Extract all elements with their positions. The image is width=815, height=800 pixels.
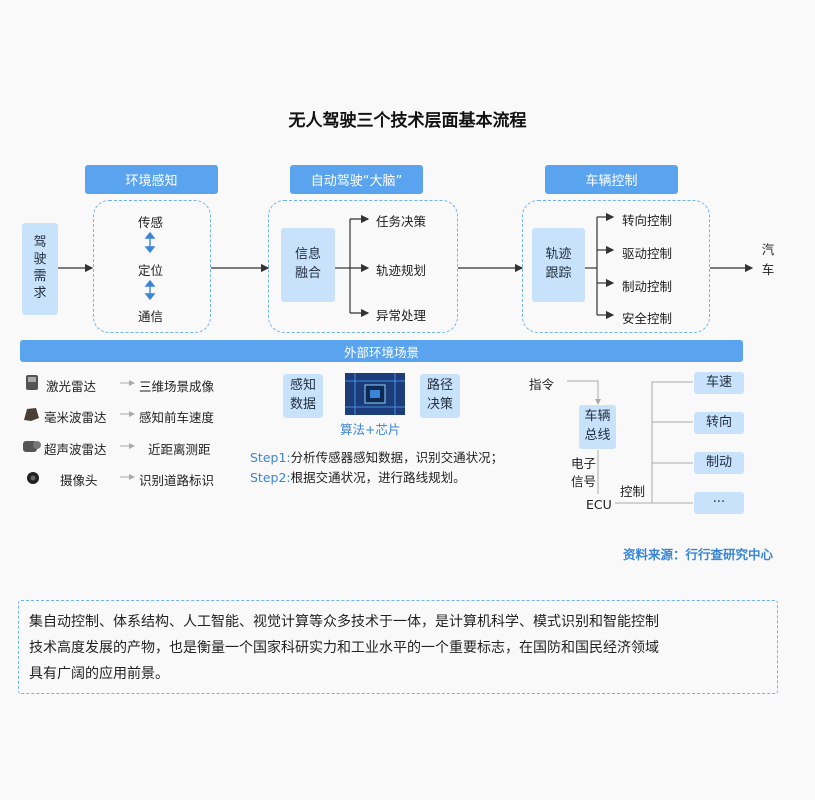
external-environment-bar: 外部环境场景 — [20, 340, 743, 362]
control-item-steering: 转向控制 — [622, 213, 673, 228]
step1-text: 分析传感器感知数据，识别交通状况； — [290, 450, 504, 465]
step2-text: 根据交通状况，进行路线规划。 — [290, 470, 466, 485]
output-more-box: ··· — [694, 492, 744, 514]
brain-item-exception-handling: 异常处理 — [376, 308, 427, 323]
trajectory-tracking-box: 轨迹 跟踪 — [532, 228, 585, 302]
description-line-3: 具有广阔的应用前景。 — [29, 666, 169, 682]
description-line-2: 技术高度发展的产物，也是衡量一个国家科研实力和工业水平的一个重要标志，在国防和国… — [29, 640, 659, 656]
sensor-ultrasonic-result: 近距离测距 — [148, 442, 211, 457]
lidar-icon — [25, 374, 39, 391]
control-signal-label: 控制 — [620, 484, 646, 499]
signal-label: 电子 信号 — [571, 456, 597, 489]
env-item-positioning: 定位 — [138, 263, 164, 278]
control-item-brake: 制动控制 — [622, 279, 673, 294]
driving-demand-box: 驾 驶 需 求 — [22, 223, 58, 315]
page-title: 无人驾驶三个技术层面基本流程 — [288, 111, 527, 131]
brain-item-trajectory-planning: 轨迹规划 — [376, 263, 427, 278]
env-item-sensing: 传感 — [138, 215, 164, 230]
step2: Step2:根据交通状况，进行路线规划。 — [250, 467, 466, 486]
description-box: 集自动控制、体系结构、人工智能、视觉计算等众多技术于一体，是计算机科学、模式识别… — [18, 600, 778, 694]
camera-icon — [26, 470, 40, 484]
sensor-camera-result: 识别道路标识 — [139, 473, 215, 488]
sensor-lidar-result: 三维场景成像 — [139, 379, 215, 394]
car-label: 汽 车 — [761, 242, 775, 277]
command-label: 指令 — [529, 377, 555, 392]
sensor-camera-name: 摄像头 — [60, 473, 98, 488]
env-item-communication: 通信 — [138, 309, 164, 324]
header-env-perception: 环境感知 — [85, 165, 218, 194]
control-item-safety: 安全控制 — [622, 311, 673, 326]
brain-box — [268, 200, 458, 333]
radar-icon — [22, 406, 40, 422]
ultrasonic-icon — [22, 437, 42, 454]
source-note: 资料来源：行行查研究中心 — [622, 547, 773, 562]
perception-data-box: 感知 数据 — [283, 374, 323, 418]
ecu-label: ECU — [586, 497, 612, 512]
sensor-ultrasonic-name: 超声波雷达 — [44, 442, 107, 457]
env-perception-box — [93, 200, 211, 333]
sensor-lidar-name: 激光雷达 — [46, 379, 97, 394]
step2-label: Step2: — [250, 470, 291, 485]
description-line-1: 集自动控制、体系结构、人工智能、视觉计算等众多技术于一体，是计算机科学、模式识别… — [29, 614, 659, 630]
sensor-radar-name: 毫米波雷达 — [44, 410, 107, 425]
chip-caption: 算法+芯片 — [340, 422, 401, 437]
header-vehicle-control: 车辆控制 — [545, 165, 678, 194]
brain-item-task-decision: 任务决策 — [376, 214, 427, 229]
route-decision-box: 路径 决策 — [420, 374, 460, 418]
step1-label: Step1: — [250, 450, 291, 465]
control-box — [522, 200, 710, 333]
step1: Step1:分析传感器感知数据，识别交通状况； — [250, 447, 503, 466]
output-speed-box: 车速 — [694, 372, 744, 394]
control-item-drive: 驱动控制 — [622, 246, 673, 261]
chip-image — [345, 373, 405, 415]
info-fusion-box: 信息 融合 — [281, 228, 335, 302]
output-brake-box: 制动 — [694, 452, 744, 474]
sensor-radar-result: 感知前车速度 — [139, 410, 215, 425]
vehicle-bus-box: 车辆 总线 — [579, 405, 616, 449]
header-brain: 自动驾驶“大脑” — [290, 165, 423, 194]
output-steering-box: 转向 — [694, 412, 744, 434]
